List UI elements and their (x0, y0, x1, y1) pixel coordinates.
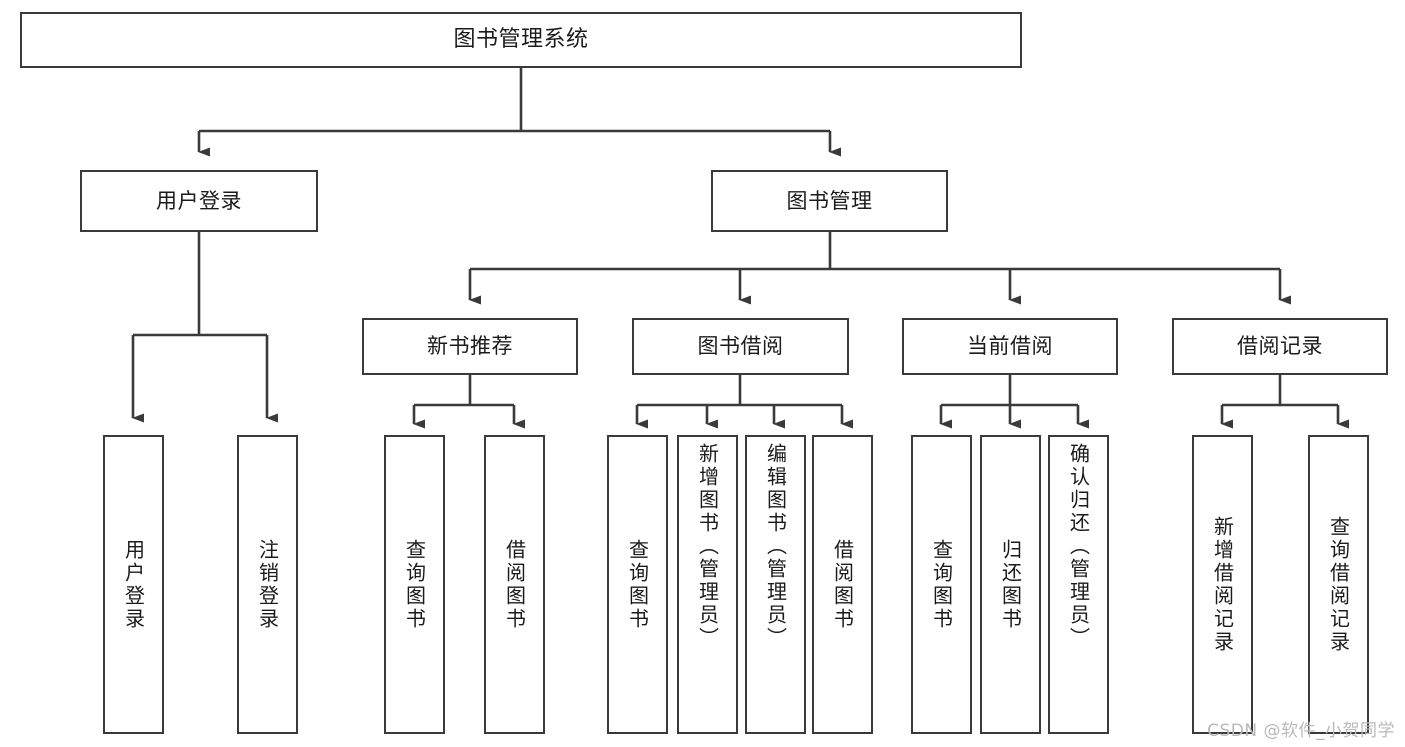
node-current-borrow[interactable]: 当前借阅 (902, 318, 1118, 375)
leaf-label: 归还图书 (998, 538, 1023, 631)
leaf-label: 注销登录 (255, 538, 280, 631)
leaf-query-book-borrow[interactable]: 查询图书 (607, 435, 668, 734)
node-book-borrow[interactable]: 图书借阅 (632, 318, 849, 375)
node-user-login[interactable]: 用户登录 (80, 170, 318, 232)
node-book-management[interactable]: 图书管理 (711, 170, 948, 232)
leaf-user-login[interactable]: 用户登录 (103, 435, 164, 734)
node-label: 图书管理系统 (453, 27, 589, 53)
node-label: 图书借阅 (697, 334, 784, 359)
leaf-logout-login[interactable]: 注销登录 (237, 435, 298, 734)
leaf-label: 借阅图书 (830, 538, 855, 631)
node-label: 用户登录 (156, 188, 242, 213)
leaf-return-book[interactable]: 归还图书 (980, 435, 1041, 734)
leaf-label: 新增借阅记录 (1210, 515, 1235, 654)
leaf-add-book-admin[interactable]: 新增图书（管理员） (677, 435, 738, 734)
leaf-label: 确认归还（管理员） (1066, 443, 1091, 650)
node-label: 借阅记录 (1237, 334, 1323, 359)
leaf-label: 借阅图书 (502, 538, 527, 631)
node-label: 新书推荐 (427, 334, 513, 359)
node-borrow-record[interactable]: 借阅记录 (1172, 318, 1388, 375)
leaf-query-book-recommend[interactable]: 查询图书 (384, 435, 445, 734)
leaf-query-book-current[interactable]: 查询图书 (911, 435, 972, 734)
csdn-watermark: CSDN @软件_小贺同学 (1207, 721, 1395, 741)
leaf-label: 查询借阅记录 (1326, 515, 1351, 654)
leaf-confirm-return-admin[interactable]: 确认归还（管理员） (1048, 435, 1109, 734)
node-label: 图书管理 (786, 188, 873, 213)
leaf-label: 编辑图书（管理员） (763, 443, 788, 650)
leaf-label: 新增图书（管理员） (695, 443, 720, 650)
leaf-query-borrow-record[interactable]: 查询借阅记录 (1308, 435, 1369, 734)
leaf-label: 查询图书 (625, 538, 650, 631)
node-label: 当前借阅 (967, 334, 1053, 359)
leaf-borrow-book-recommend[interactable]: 借阅图书 (484, 435, 545, 734)
leaf-label: 用户登录 (121, 538, 146, 631)
leaf-edit-book-admin[interactable]: 编辑图书（管理员） (745, 435, 806, 734)
node-new-book-recommend[interactable]: 新书推荐 (362, 318, 578, 375)
leaf-label: 查询图书 (929, 538, 954, 631)
node-book-management-system[interactable]: 图书管理系统 (20, 12, 1022, 68)
leaf-borrow-book[interactable]: 借阅图书 (812, 435, 873, 734)
leaf-add-borrow-record[interactable]: 新增借阅记录 (1192, 435, 1253, 734)
leaf-label: 查询图书 (402, 538, 427, 631)
